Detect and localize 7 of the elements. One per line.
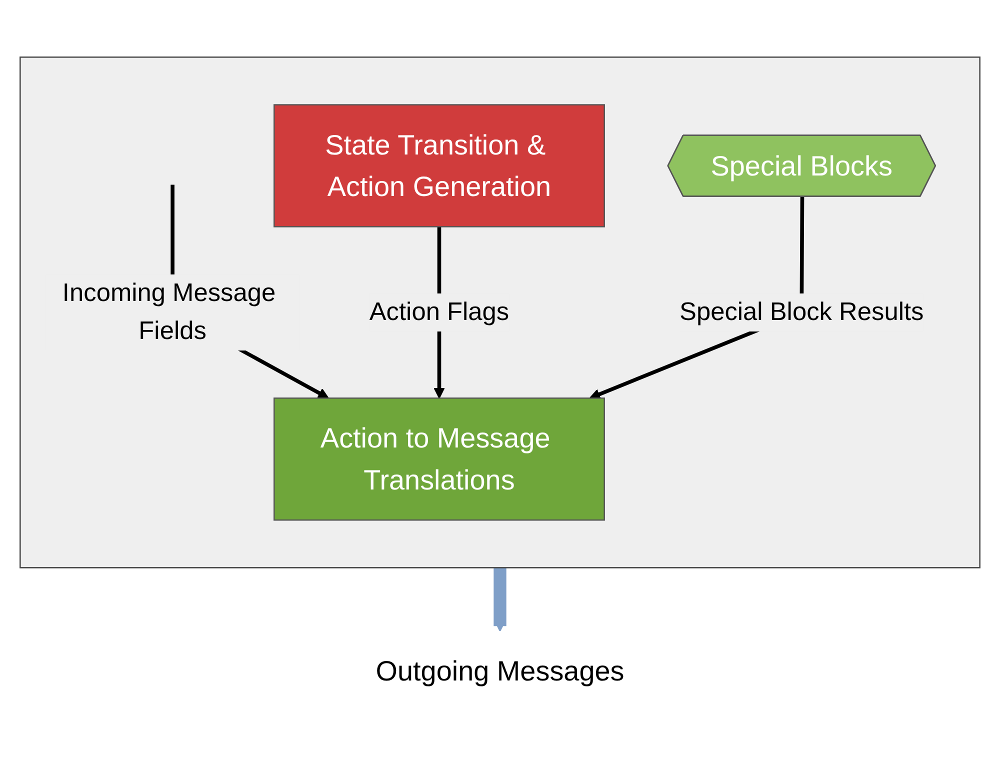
edge-label: Action Flags <box>369 298 510 326</box>
node-box: State Transition & Action Generation <box>274 104 605 228</box>
edge-label: Special Block Results <box>680 298 924 326</box>
cluster <box>20 56 980 568</box>
arrow <box>494 568 506 632</box>
node-text: Outgoing Messages <box>376 655 624 687</box>
node-box: Action to Message Translations <box>274 397 605 521</box>
